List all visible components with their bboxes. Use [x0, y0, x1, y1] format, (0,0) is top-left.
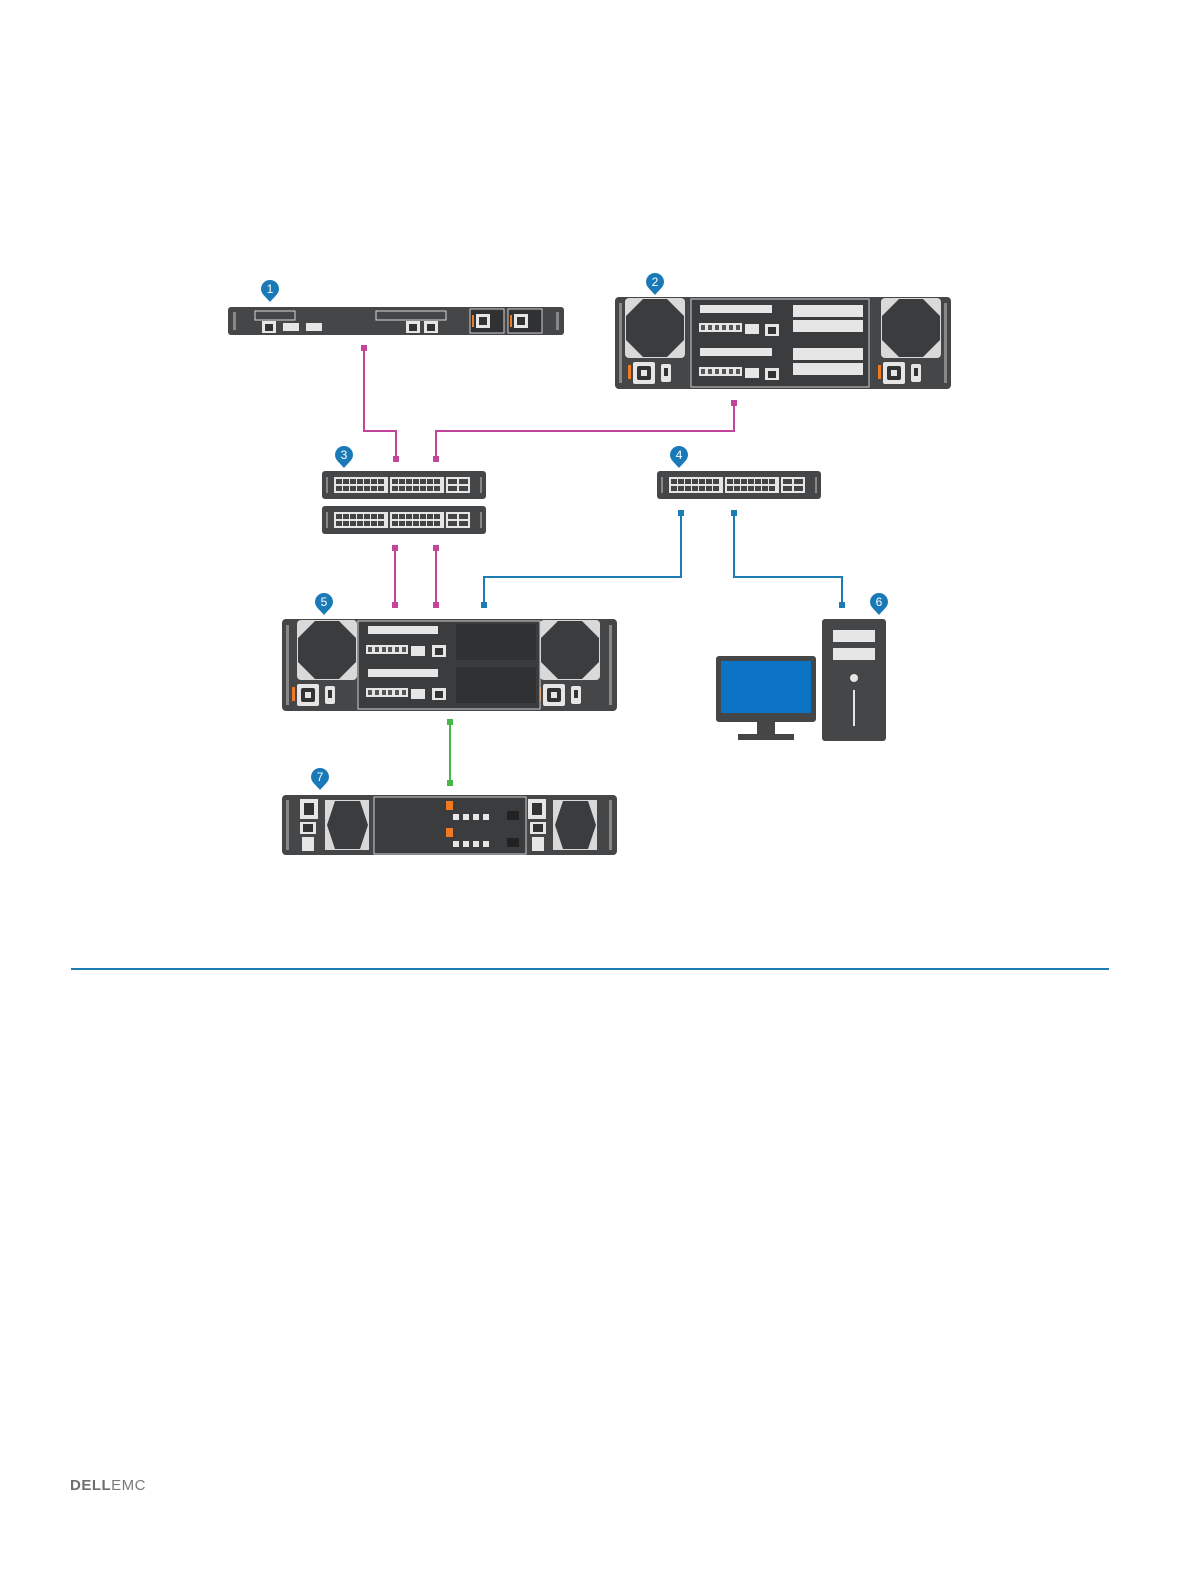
callout-2: 2 [646, 273, 664, 295]
workstation [716, 619, 886, 741]
storage-controller [282, 619, 617, 711]
callout-1-label: 1 [267, 282, 274, 296]
cable-magenta-2 [433, 400, 737, 462]
cable-blue-1 [481, 510, 684, 608]
callout-6-label: 6 [876, 595, 883, 609]
callout-1: 1 [261, 280, 279, 302]
switch-single [657, 471, 821, 499]
callout-3-label: 3 [341, 448, 348, 462]
cable-blue-2 [731, 510, 845, 608]
dell-emc-logo: DELLEMC [70, 1477, 146, 1494]
callout-7-label: 7 [317, 770, 324, 784]
callout-6: 6 [870, 593, 888, 615]
logo-emc-text: EMC [111, 1477, 146, 1494]
callout-4: 4 [670, 446, 688, 468]
callout-2-label: 2 [652, 275, 659, 289]
tower-pc [822, 619, 886, 741]
device-2u-appliance [615, 297, 951, 389]
callout-5-label: 5 [321, 595, 328, 609]
callout-4-label: 4 [676, 448, 683, 462]
cable-magenta-4 [433, 545, 439, 608]
section-divider [71, 968, 1109, 970]
expansion-enclosure [282, 795, 617, 855]
callout-3: 3 [335, 446, 353, 468]
switch-pair [322, 471, 486, 534]
logo-dell-text: DELL [70, 1477, 111, 1494]
cable-magenta-1 [361, 345, 399, 462]
callout-7: 7 [311, 768, 329, 790]
device-1u-appliance [228, 307, 564, 335]
cable-green-1 [447, 719, 453, 786]
monitor [716, 656, 816, 740]
cable-magenta-3 [392, 545, 398, 608]
callout-5: 5 [315, 593, 333, 615]
